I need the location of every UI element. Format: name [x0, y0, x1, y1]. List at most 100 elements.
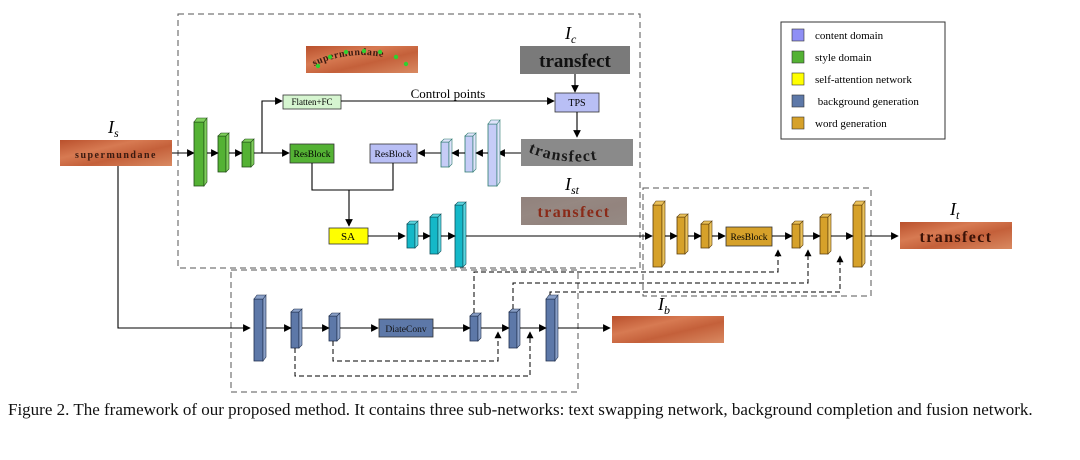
output-image — [900, 222, 1012, 249]
control-point — [377, 49, 383, 55]
bg-decoder-layer-3 — [545, 298, 556, 362]
bg-encoder-layer-1-depth — [253, 294, 267, 362]
tps-output-image — [521, 139, 633, 166]
resblock-content-label: ResBlock — [375, 150, 412, 160]
flatten-fc-block — [282, 94, 342, 110]
legend-swatch-content-domain — [791, 28, 805, 42]
resblock-fusion-label: ResBlock — [731, 233, 768, 243]
resblock-style-label: ResBlock — [294, 150, 331, 160]
background-completion-region — [230, 269, 579, 393]
bg-decoder-layer-1-depth — [469, 312, 482, 342]
flatten-fc-label: Flatten+FC — [291, 97, 332, 107]
text-decoder-layer-3 — [454, 204, 464, 268]
bg-encoder-layer-2-depth — [290, 308, 303, 349]
legend-frame — [780, 21, 946, 140]
style-encoder-layer-1-depth — [193, 117, 208, 187]
bg-encoder-layer-2 — [290, 311, 300, 349]
bg-to-fusion-skip-1 — [473, 249, 782, 313]
label-ib: Ib — [657, 294, 670, 317]
content-encoder-layer-3-depth — [440, 138, 453, 168]
control-point — [403, 61, 409, 67]
fusion-decoder-layer-1 — [791, 223, 801, 249]
style-encoder-layer-3-depth — [241, 138, 255, 168]
control-point — [361, 48, 367, 54]
legend-label-word-generation: word generation — [815, 118, 887, 130]
fusion-decoder-layer-2 — [819, 216, 829, 255]
bg-decoder-layer-3-depth — [545, 294, 559, 362]
style-encoder — [193, 117, 255, 187]
control-points-label: Control points — [411, 86, 486, 101]
legend-label-background-generation: background generation — [815, 96, 919, 108]
control-point — [315, 63, 321, 69]
text-swapping-region — [177, 13, 641, 269]
figure-caption: Figure 2. The framework of our proposed … — [8, 400, 1033, 419]
content-encoder-layer-3 — [440, 141, 450, 168]
tps-label: TPS — [568, 98, 585, 109]
legend-swatch-self-attention — [791, 72, 805, 86]
fusion-encoder-layer-3-depth — [700, 220, 713, 249]
content-encoder-layer-2-depth — [464, 132, 477, 173]
bg-decoder-layer-1 — [469, 315, 479, 342]
fusion-encoder-layer-1 — [652, 204, 663, 268]
content-encoder — [440, 119, 501, 187]
swapped-text: transfect — [537, 204, 610, 221]
content-encoder-layer-1-depth — [487, 119, 501, 187]
bg-decoder-layer-2 — [508, 311, 518, 349]
output-image-text: transfect — [919, 229, 992, 246]
content-encoder-layer-2 — [464, 135, 474, 173]
bg-to-fusion-skip-3 — [549, 255, 844, 295]
bg-encoder-layer-3-depth — [328, 312, 341, 342]
fusion-encoder-layer-3 — [700, 223, 710, 249]
content-image — [520, 46, 630, 74]
control-point — [393, 54, 399, 60]
text-decoder — [406, 201, 467, 268]
style-resblock-merge — [311, 163, 349, 191]
style-encoder-layer-1 — [193, 121, 205, 187]
text-decoder-layer-3-depth — [454, 201, 467, 268]
legend-label-style-domain: style domain — [815, 52, 872, 64]
style-encoder-layer-2-depth — [217, 132, 230, 173]
fusion-decoder-layer-2-depth — [819, 213, 832, 255]
fusion-region — [642, 187, 872, 297]
text-decoder-layer-2 — [429, 216, 439, 255]
input-style-image — [60, 140, 172, 166]
input-style-text: supermundane — [75, 150, 157, 161]
fusion-encoder-layer-2 — [676, 216, 686, 255]
label-is: Is — [107, 117, 119, 140]
label-ic: Ic — [564, 23, 577, 46]
bg-skip-connection-2 — [294, 331, 534, 377]
fusion-encoder-layer-1-depth — [652, 200, 666, 268]
swapped-text-image-tint — [521, 197, 627, 225]
style-encoder-layer-2 — [217, 135, 227, 173]
fusion-decoder-layer-1-depth — [791, 220, 804, 249]
background-network — [253, 294, 559, 362]
legend: content domain style domain self-attenti… — [780, 21, 946, 140]
text-decoder-layer-1 — [406, 223, 416, 249]
control-point — [327, 54, 333, 60]
label-it: It — [949, 199, 960, 222]
text-decoder-layer-2-depth — [429, 213, 442, 255]
label-ist: Ist — [564, 174, 580, 197]
fusion-encoder-layer-2-depth — [676, 213, 689, 255]
content-resblock-merge — [349, 163, 394, 191]
fusion-decoder-layer-3 — [852, 204, 863, 268]
legend-swatch-word-generation — [791, 116, 805, 130]
text-decoder-layer-1-depth — [406, 220, 419, 249]
diagram-canvas: content domain style domain self-attenti… — [60, 13, 1012, 393]
style-encoder-layer-3 — [241, 141, 252, 168]
content-image-text: transfect — [539, 51, 611, 72]
dilate-conv-label: DiateConv — [385, 325, 426, 335]
bg-encoder-layer-1 — [253, 298, 264, 362]
is-to-background-path — [117, 166, 251, 332]
legend-label-content-domain: content domain — [815, 30, 884, 42]
fusion-network — [652, 200, 866, 268]
bg-decoder-layer-2-depth — [508, 308, 521, 349]
bg-encoder-layer-3 — [328, 315, 338, 342]
legend-swatch-style-domain — [791, 50, 805, 64]
fusion-decoder-layer-3-depth — [852, 200, 866, 268]
legend-label-self-attention: self-attention network — [815, 74, 912, 86]
sa-label: SA — [341, 231, 355, 243]
bg-to-fusion-skip-2 — [512, 249, 812, 309]
control-point — [343, 49, 349, 55]
